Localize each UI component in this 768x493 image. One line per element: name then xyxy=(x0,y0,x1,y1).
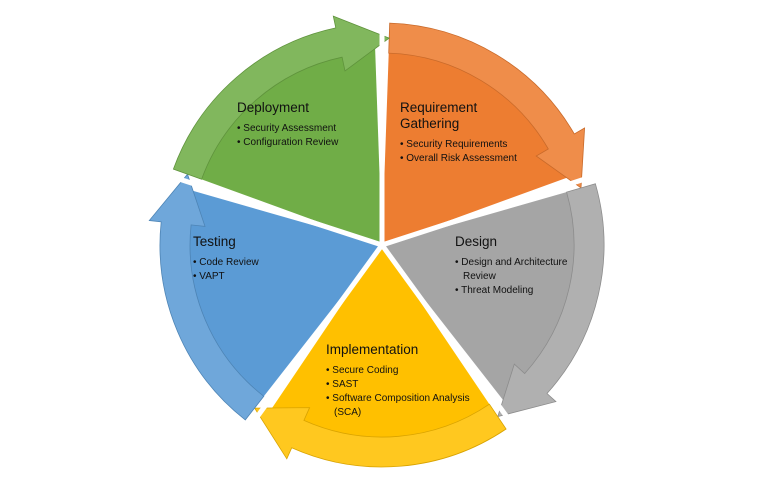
segment-divider xyxy=(379,243,526,441)
segment-item: Secure Coding xyxy=(326,364,476,378)
cycle-arrow-icon xyxy=(148,173,265,421)
segment-item: Design and Architecture Review xyxy=(455,256,595,284)
segment-item: Security Requirements xyxy=(400,138,540,152)
segment-title: Requirement Gathering xyxy=(400,100,478,131)
segment-title: Deployment xyxy=(237,100,310,115)
segment-testing: Testing Code ReviewVAPT xyxy=(193,234,323,284)
segment-item: Configuration Review xyxy=(237,136,377,150)
cycle-arrow-icon xyxy=(172,15,391,180)
cycle-arrow-icon xyxy=(253,403,507,468)
segment-item: Threat Modeling xyxy=(455,284,595,298)
segment-implementation: Implementation Secure CodingSASTSoftware… xyxy=(326,342,476,420)
segment-requirement-gathering: Requirement Gathering Security Requireme… xyxy=(400,100,540,166)
segment-deployment: Deployment Security AssessmentConfigurat… xyxy=(237,100,377,150)
segment-title: Testing xyxy=(193,234,236,249)
segment-title: Implementation xyxy=(326,342,419,357)
segment-item: Overall Risk Assessment xyxy=(400,152,540,166)
segment-item: SAST xyxy=(326,378,476,392)
segment-divider xyxy=(238,243,385,441)
segment-divider xyxy=(381,168,612,248)
segment-item: Software Composition Analysis (SCA) xyxy=(326,392,476,420)
cycle-arrow-icon xyxy=(388,22,586,189)
segment-design: Design Design and Architecture ReviewThr… xyxy=(455,234,595,298)
segment-title: Design xyxy=(455,234,498,249)
segment-wedge xyxy=(181,189,382,403)
segment-item: Security Assessment xyxy=(237,122,377,136)
segment-item: Code Review xyxy=(193,256,323,270)
segment-item: VAPT xyxy=(193,270,323,284)
segment-shape-testing xyxy=(148,173,382,421)
segment-divider xyxy=(152,168,383,248)
